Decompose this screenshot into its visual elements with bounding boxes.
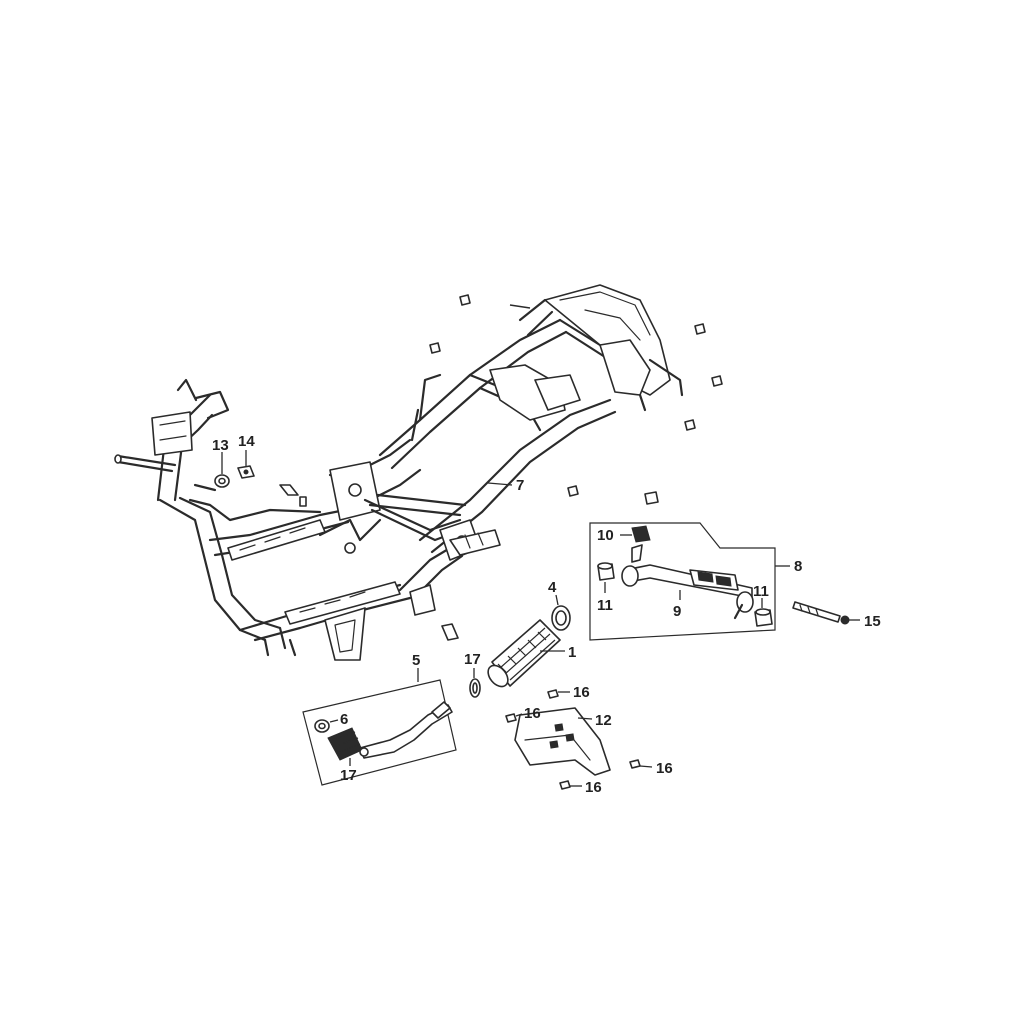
callout-4: 4 xyxy=(548,579,557,596)
callout-11-right: 11 xyxy=(753,583,769,600)
part-11-bushing-left xyxy=(597,562,615,581)
callout-7: 7 xyxy=(516,477,524,494)
callout-15: 15 xyxy=(864,613,881,630)
frame-fasteners xyxy=(279,294,723,641)
part-16-screws xyxy=(505,689,641,790)
leader-lines xyxy=(221,450,860,787)
callout-13: 13 xyxy=(212,437,229,454)
part-5-footrest-arm xyxy=(327,701,453,761)
part-9-stand xyxy=(621,544,754,620)
callout-1: 1 xyxy=(568,644,576,661)
callout-16-right: 16 xyxy=(656,760,673,777)
footrest-box xyxy=(302,679,457,786)
callout-6: 6 xyxy=(340,711,348,728)
stand-assembly-box xyxy=(589,522,776,641)
main-frame xyxy=(114,284,684,661)
part-11-bushing-right xyxy=(754,608,773,627)
part-14-nut xyxy=(237,465,255,479)
callout-16-bottom: 16 xyxy=(585,779,602,796)
callout-17-box: 17 xyxy=(340,767,357,784)
part-6-ring xyxy=(314,719,330,733)
part-17-ring xyxy=(469,678,481,698)
callout-17-right: 17 xyxy=(464,651,481,668)
callout-8: 8 xyxy=(794,558,802,575)
part-10-rubber xyxy=(631,525,651,543)
part-1-footrest-rubber xyxy=(487,619,561,688)
callout-12: 12 xyxy=(595,712,612,729)
callout-11-left: 11 xyxy=(597,597,613,614)
callout-10: 10 xyxy=(597,527,614,544)
callout-labels: 1 4 5 6 7 8 9 10 11 11 12 13 14 15 16 16… xyxy=(212,433,881,796)
callout-14: 14 xyxy=(238,433,255,450)
callout-16-left: 16 xyxy=(524,705,541,722)
callout-5: 5 xyxy=(412,652,420,669)
part-13-washer xyxy=(214,474,230,488)
callout-16-top: 16 xyxy=(573,684,590,701)
part-4-ring xyxy=(551,605,571,631)
part-12-plate xyxy=(514,707,611,776)
callout-9: 9 xyxy=(673,603,681,620)
part-15-bolt xyxy=(792,601,850,625)
